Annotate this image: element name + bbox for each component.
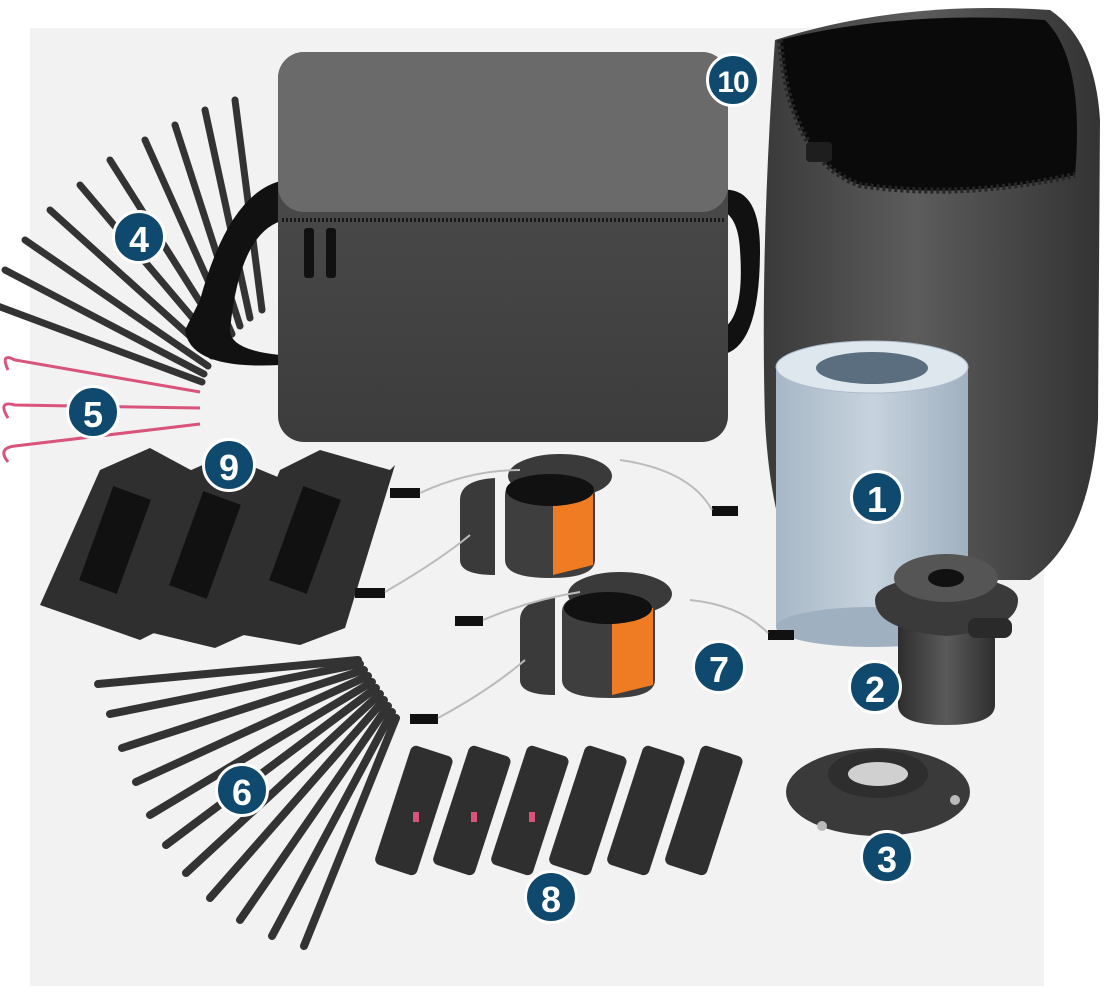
callout-4: 4 xyxy=(112,210,166,264)
callout-8: 8 xyxy=(524,870,578,924)
callout-10: 10 xyxy=(706,53,760,107)
clamp-set-lower xyxy=(410,572,794,724)
callout-9: 9 xyxy=(202,438,256,492)
line-winders-small xyxy=(375,745,743,876)
callout-7: 7 xyxy=(692,640,746,694)
carry-bag xyxy=(185,52,760,442)
callout-6: 6 xyxy=(215,763,269,817)
line-winders-large xyxy=(40,448,395,648)
wire-stakes xyxy=(2,356,201,463)
callout-3: 3 xyxy=(860,830,914,884)
tent-stakes-lower xyxy=(94,656,400,950)
callout-1: 1 xyxy=(850,470,904,524)
pole-adapter xyxy=(875,554,1018,725)
base-plate xyxy=(786,748,970,836)
callout-2: 2 xyxy=(848,660,902,714)
clamp-set-upper xyxy=(355,454,738,598)
callout-5: 5 xyxy=(66,385,120,439)
